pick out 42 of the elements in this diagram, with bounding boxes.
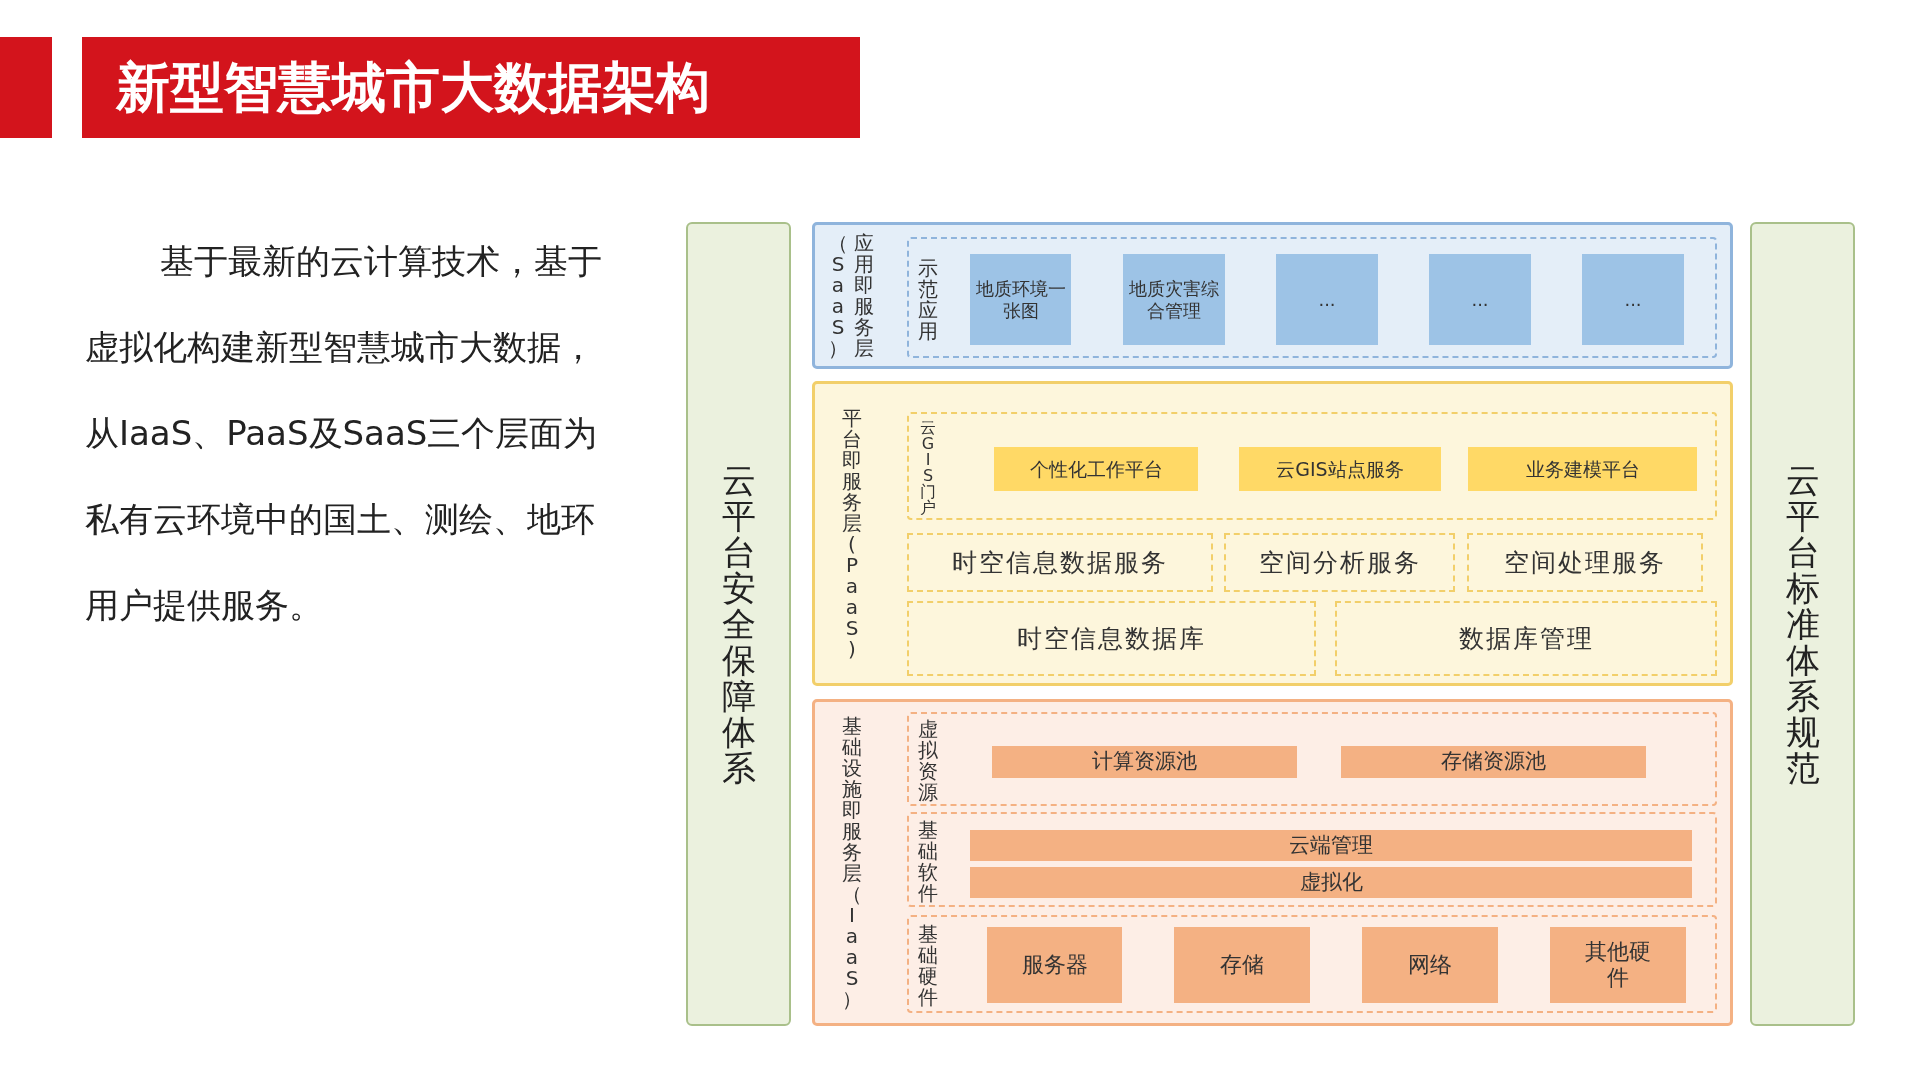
- service-box: 云端管理: [970, 830, 1692, 861]
- layer-panel: [812, 222, 1733, 369]
- service-box: 个性化工作平台: [994, 447, 1198, 491]
- group-label: 基础硬件: [917, 921, 939, 1011]
- group-label: 云GIS门户: [919, 418, 937, 518]
- service-box: 计算资源池: [992, 746, 1297, 778]
- description-paragraph: 基于最新的云计算技术，基于虚拟化构建新型智慧城市大数据，从IaaS、PaaS及SaaS三个层面为私有云环境中的国土、测绘、地环用户提供服务。: [85, 240, 603, 627]
- service-box: 时空信息数据库: [907, 601, 1316, 676]
- layer-label: （SaaS）: [827, 229, 849, 362]
- group-panel: [907, 237, 1717, 358]
- service-box: 空间处理服务: [1467, 533, 1703, 592]
- service-box: 数据库管理: [1335, 601, 1717, 676]
- service-box: 地质环境一张图: [970, 254, 1071, 345]
- title-banner: 新型智慧城市大数据架构: [82, 37, 860, 138]
- group-panel: [907, 915, 1717, 1013]
- service-box: ...: [1276, 254, 1378, 345]
- side-panel: 云平台安全保障体系: [686, 222, 791, 1026]
- layer-label: 应用即服务层: [853, 229, 875, 362]
- service-box: 存储资源池: [1341, 746, 1646, 778]
- group-panel: [907, 412, 1717, 520]
- service-box: 网络: [1362, 927, 1498, 1003]
- service-box: 其他硬件: [1550, 927, 1686, 1003]
- layer-label: 平台即服务层(PaaS): [841, 404, 863, 663]
- group-label: 虚拟资源: [917, 718, 939, 804]
- service-box: 地质灾害综合管理: [1123, 254, 1225, 345]
- service-box: 空间分析服务: [1224, 533, 1455, 592]
- service-box: 虚拟化: [970, 867, 1692, 898]
- service-box: 云GIS站点服务: [1239, 447, 1441, 491]
- service-box: 服务器: [987, 927, 1122, 1003]
- layer-panel: [812, 699, 1733, 1026]
- service-box: 时空信息数据服务: [907, 533, 1213, 592]
- group-panel: [907, 712, 1717, 806]
- service-box: ...: [1582, 254, 1684, 345]
- service-box: 业务建模平台: [1468, 447, 1697, 491]
- group-label: 示范应用: [917, 254, 939, 345]
- service-box: 存储: [1174, 927, 1310, 1003]
- layer-label: 基础设施即服务层（IaaS）: [841, 712, 863, 1013]
- group-panel: [907, 812, 1717, 907]
- group-label: 基础软件: [917, 818, 939, 905]
- service-box: ...: [1429, 254, 1531, 345]
- layer-panel: [812, 381, 1733, 686]
- side-panel: 云平台标准体系规范: [1750, 222, 1855, 1026]
